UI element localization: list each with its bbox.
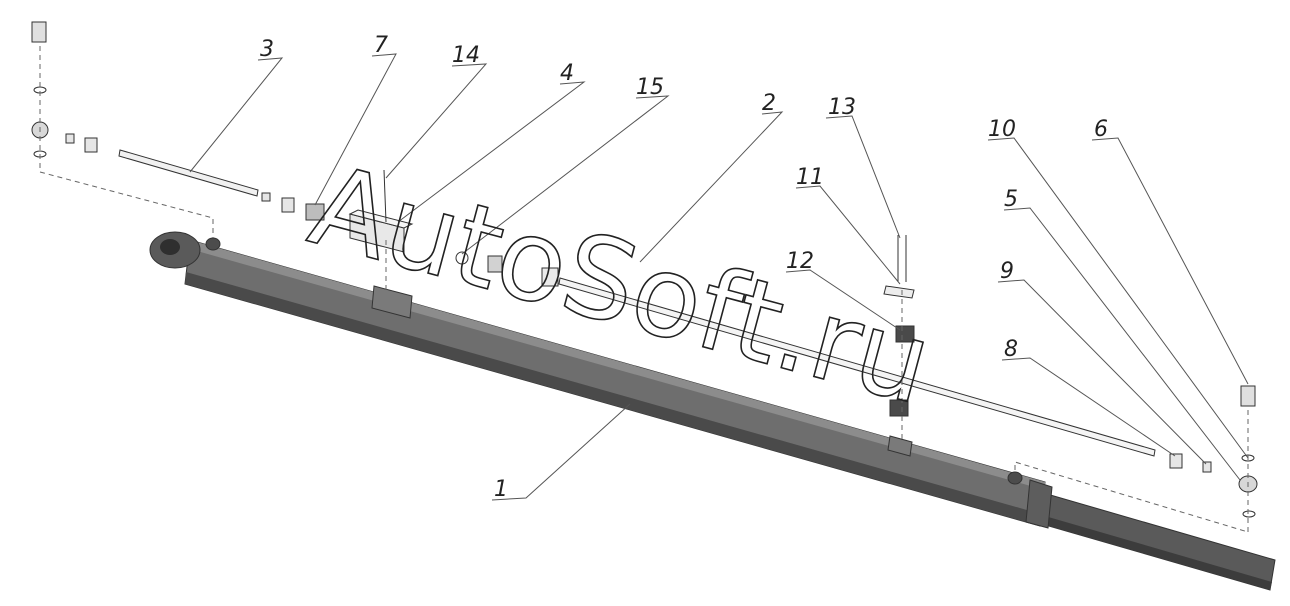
bolt-right: [1240, 385, 1256, 407]
callout-8: 8: [1004, 337, 1018, 362]
valve-block-top: [348, 209, 414, 229]
callout-1: 1: [494, 477, 508, 502]
nut-mid-b: [281, 197, 295, 213]
callout-15: 15: [636, 75, 664, 100]
assembly-lines: [39, 46, 1249, 533]
callout-2: 2: [762, 91, 776, 116]
clevis-eye-bore: [160, 239, 180, 255]
callout-5: 5: [1004, 187, 1018, 212]
clamp-12-upper: [895, 325, 915, 343]
nut-9: [1202, 461, 1212, 473]
callout-13: 13: [828, 95, 856, 120]
tube-3: [118, 149, 259, 197]
nut-8: [1169, 453, 1183, 469]
port-boss-left: [205, 237, 221, 251]
rod-14: [383, 169, 387, 223]
callout-10: 10: [988, 117, 1016, 142]
callout-4: 4: [560, 61, 574, 86]
rod-collar: [1025, 479, 1053, 529]
cylinder-body: [149, 231, 1276, 591]
nut-left-a: [65, 133, 75, 144]
callout-14: 14: [452, 43, 480, 68]
sensor-bracket: [887, 435, 913, 457]
callout-6: 6: [1094, 117, 1108, 142]
leader-lines: [189, 53, 1249, 501]
plate-11: [883, 285, 915, 299]
washer-right-bottom: [1242, 510, 1256, 518]
bolt-left: [31, 21, 47, 43]
nut-left-b: [84, 137, 98, 153]
callout-labels: 1 2 3 4 5 6 7 8 9 10 11 12 13 14 15: [260, 33, 1108, 502]
piston-rod-shade: [1035, 514, 1272, 590]
exploded-parts: [31, 21, 1258, 518]
callout-7: 7: [374, 33, 388, 58]
mounting-bracket: [371, 285, 413, 319]
nut-center-b: [541, 267, 559, 287]
cylinder-barrel-bottom: [185, 272, 1041, 526]
nut-mid-a: [261, 192, 271, 202]
callout-12: 12: [786, 249, 814, 274]
callout-3: 3: [260, 37, 274, 62]
nut-center-a: [487, 255, 503, 273]
port-boss-right: [1007, 471, 1023, 485]
tube-2: [558, 277, 1156, 457]
washer-15: [455, 251, 469, 265]
callout-9: 9: [1000, 259, 1014, 284]
clamp-12-lower: [889, 399, 909, 417]
callout-11: 11: [796, 165, 824, 190]
